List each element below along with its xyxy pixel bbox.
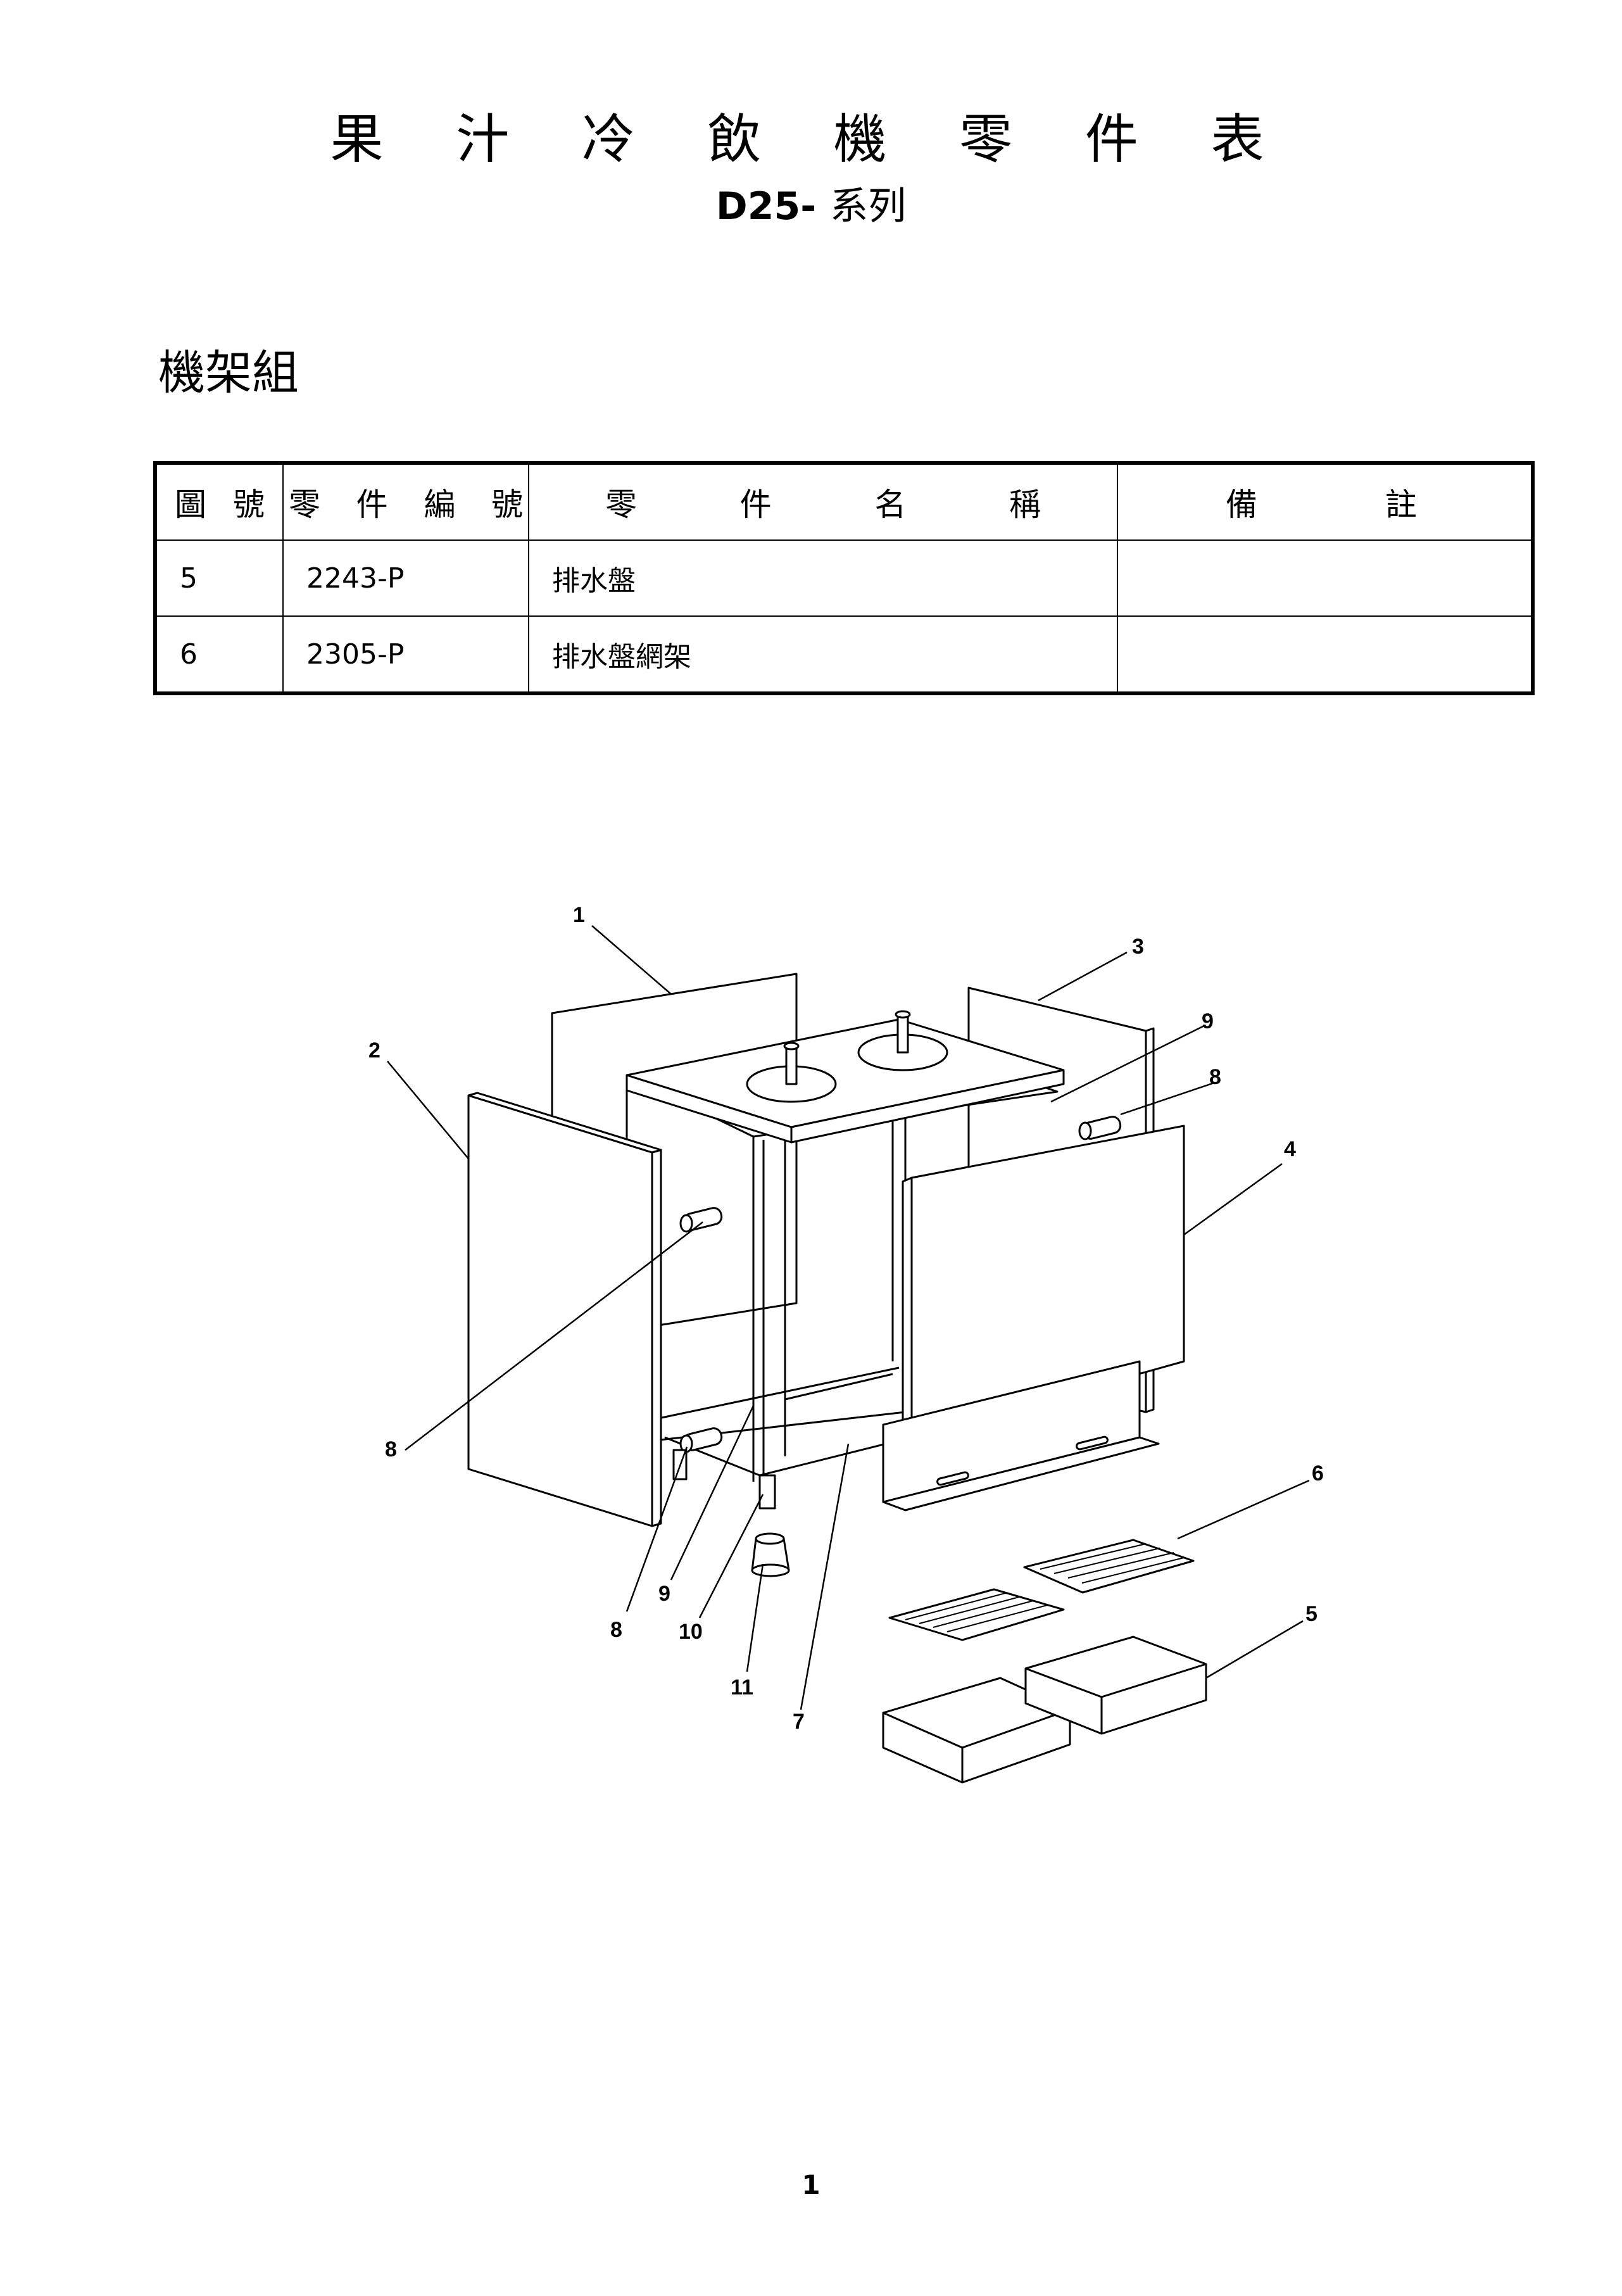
table-header-row: 圖號 零件編號 零件名稱 備註 xyxy=(154,462,1533,541)
callout-7: 7 xyxy=(793,1710,805,1734)
parts-table: 圖號 零件編號 零件名稱 備註 5 2243-P 排水盤 6 2305-P 排水… xyxy=(153,461,1535,695)
callout-9-bottom: 9 xyxy=(658,1582,670,1606)
panel-2 xyxy=(467,1092,662,1527)
grid-rack-6 xyxy=(888,1539,1195,1641)
cell-fig-no: 6 xyxy=(154,615,284,694)
header-part-name: 零件名稱 xyxy=(528,462,1118,541)
header-part-no: 零件編號 xyxy=(282,462,529,541)
pin-8 xyxy=(679,1116,1122,1453)
table-row: 5 2243-P 排水盤 xyxy=(154,539,1533,617)
callout-8-right: 8 xyxy=(1209,1065,1221,1089)
page-number: 1 xyxy=(802,2169,820,2200)
cell-part-name: 排水盤網架 xyxy=(528,615,1118,694)
callout-4: 4 xyxy=(1284,1137,1296,1161)
cell-part-name: 排水盤 xyxy=(528,539,1118,617)
section-heading: 機架組 xyxy=(158,346,299,400)
top-plate xyxy=(626,1010,1065,1144)
cell-part-no: 2305-P xyxy=(282,615,529,694)
callout-10: 10 xyxy=(679,1620,703,1644)
callout-11: 11 xyxy=(731,1675,753,1700)
header-remarks: 備註 xyxy=(1117,462,1533,541)
foot-11 xyxy=(751,1532,790,1577)
cell-part-no: 2243-P xyxy=(282,539,529,617)
document-title: 果 汁 冷 飲 機 零 件 表 xyxy=(330,108,1292,170)
drip-tray-5 xyxy=(882,1636,1207,1784)
callout-8-bottom: 8 xyxy=(610,1618,622,1642)
drip-rail xyxy=(882,1360,1160,1511)
panel-4 xyxy=(902,1125,1185,1441)
series-label: 系列 xyxy=(830,184,907,229)
callout-1: 1 xyxy=(573,903,585,927)
cell-fig-no: 5 xyxy=(154,539,284,617)
header-fig-no: 圖號 xyxy=(154,462,284,541)
callout-8-left: 8 xyxy=(385,1437,397,1461)
document-subtitle: D25- 系列 xyxy=(0,184,1622,229)
callout-5: 5 xyxy=(1305,1602,1317,1626)
callout-2: 2 xyxy=(368,1038,380,1063)
model-code: D25- xyxy=(715,184,817,229)
leader-lines xyxy=(387,925,1310,1710)
cell-remarks xyxy=(1117,539,1533,617)
callout-9-right: 9 xyxy=(1202,1009,1214,1033)
cell-remarks xyxy=(1117,615,1533,694)
callout-6: 6 xyxy=(1312,1461,1324,1485)
table-row: 6 2305-P 排水盤網架 xyxy=(154,615,1533,694)
callout-3: 3 xyxy=(1132,935,1144,959)
